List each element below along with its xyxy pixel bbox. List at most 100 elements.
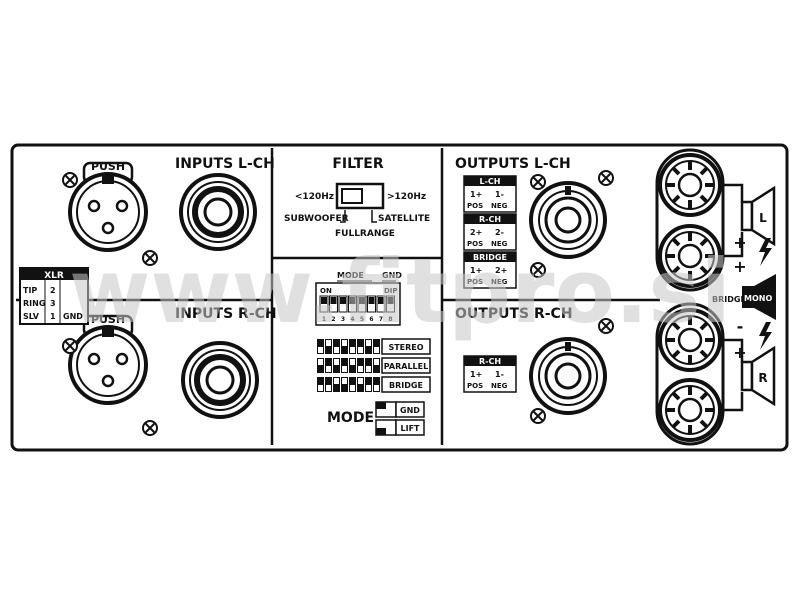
svg-text:R-CH: R-CH [479, 357, 501, 366]
dip-legend-label: STEREO [388, 343, 423, 352]
svg-text:1: 1 [50, 312, 56, 321]
svg-text:TIP: TIP [23, 286, 37, 295]
svg-text:NEG: NEG [491, 382, 508, 390]
dip-switch-3[interactable]: 3 [338, 295, 348, 323]
screw-icon [530, 174, 546, 190]
svg-text:1+: 1+ [470, 266, 482, 275]
svg-text:2+: 2+ [495, 266, 507, 275]
svg-text:+: + [733, 257, 746, 276]
dip-number: 4 [350, 316, 354, 323]
filter-satellite-label: SATELLITE [378, 214, 430, 224]
svg-text:+: + [733, 233, 746, 252]
pin-table-header: XLR [44, 271, 64, 281]
svg-text:POS: POS [467, 202, 483, 210]
svg-text:L-CH: L-CH [480, 177, 501, 186]
filter-title: FILTER [332, 156, 383, 172]
svg-text:SLV: SLV [23, 312, 40, 321]
svg-text:1+: 1+ [470, 370, 482, 379]
inputs-left-title: INPUTS L-CH [175, 156, 275, 172]
dip-switch-6[interactable]: 6 [367, 295, 376, 323]
svg-text:1+: 1+ [470, 190, 482, 199]
output-label-bridge: BRIDGE 1+ 2+ POS NEG [463, 251, 517, 289]
dip-gnd-label: GND [382, 271, 402, 280]
svg-text:POS: POS [467, 278, 483, 286]
svg-text:NEG: NEG [491, 278, 508, 286]
speakon-output-right[interactable] [529, 337, 607, 415]
svg-text:1-: 1- [495, 190, 504, 199]
dip-legend-row: PARALLEL [317, 357, 431, 374]
dip-switch-5[interactable]: 5 [357, 295, 367, 323]
svg-text:POS: POS [467, 382, 483, 390]
dip-switch-4[interactable]: 4 [348, 295, 357, 323]
svg-text:NEG: NEG [491, 202, 508, 210]
dip-legend: STEREO PARALLEL BRIDGE [317, 338, 431, 393]
speaker-left-icon: L [740, 185, 776, 247]
svg-text:+: + [733, 343, 746, 362]
binding-post-right-negative[interactable] [658, 378, 722, 442]
xlr-pin-table: XLR TIP 2 RING 3 SLV 1 GND [19, 267, 89, 325]
speaker-right-icon: R [740, 345, 776, 407]
jack-input-right[interactable] [183, 343, 257, 417]
mode-legend: GND LIFT [375, 401, 425, 436]
svg-text:R-CH: R-CH [479, 215, 501, 224]
filter-switch[interactable] [335, 182, 385, 210]
svg-text:DIP: DIP [384, 287, 398, 295]
dip-number: 6 [369, 316, 373, 323]
dip-number: 5 [360, 316, 364, 323]
screw-icon [142, 420, 158, 436]
dip-number: 8 [388, 316, 392, 323]
screw-icon [598, 170, 614, 186]
mode-title: MODE [327, 410, 374, 426]
lightning-icon [759, 238, 772, 266]
dip-number: 1 [322, 316, 326, 323]
dip-switch-1[interactable]: 1 [319, 295, 329, 323]
outputs-left-title: OUTPUTS L-CH [455, 156, 571, 172]
filter-fullrange-label: FULLRANGE [335, 229, 395, 239]
speaker-left-label: L [759, 211, 767, 225]
screw-icon [62, 172, 78, 188]
dip-legend-row: STEREO [317, 338, 431, 355]
speaker-bridge-mono-icon: BRIDGE MONO [712, 274, 776, 320]
filter-subwoofer-label: SUBWOOFER [284, 214, 349, 224]
mono-label: MONO [744, 294, 772, 303]
svg-text:ON: ON [320, 287, 332, 295]
svg-text:LIFT: LIFT [401, 424, 421, 433]
svg-text:BRIDGE: BRIDGE [473, 253, 507, 262]
dip-switch-2[interactable]: 2 [329, 295, 338, 323]
dip-legend-label: PARALLEL [384, 362, 428, 371]
inputs-right-title: INPUTS R-CH [175, 306, 277, 322]
speaker-right-label: R [758, 371, 767, 385]
dip-number: 2 [331, 316, 335, 323]
svg-text:2: 2 [50, 286, 56, 295]
jack-input-left[interactable] [181, 175, 255, 249]
outputs-right-title: OUTPUTS R-CH [455, 306, 573, 322]
dip-legend-label: BRIDGE [389, 381, 423, 390]
svg-text:3: 3 [50, 299, 56, 308]
output-label-rch-top: R-CH 2+ 2- POS NEG [463, 213, 517, 251]
lightning-icon [759, 322, 772, 350]
svg-text:2-: 2- [495, 228, 504, 237]
filter-high-label: >120Hz [387, 192, 426, 202]
filter-low-label: <120Hz [295, 192, 334, 202]
push-label-left: PUSH [91, 160, 125, 173]
svg-text:POS: POS [467, 240, 483, 248]
svg-text:2+: 2+ [470, 228, 482, 237]
binding-post-left-positive[interactable] [658, 153, 722, 217]
dip-legend-row: BRIDGE [317, 376, 431, 393]
output-label-lch: L-CH 1+ 1- POS NEG [463, 175, 517, 213]
output-label-rch-bottom: R-CH 1+ 1- POS NEG [463, 355, 517, 393]
svg-text:GND: GND [63, 312, 83, 321]
svg-text:-: - [737, 317, 744, 336]
bridge-label: BRIDGE [712, 295, 746, 304]
watermark-text: www.fitpro.si [69, 240, 731, 343]
svg-text:GND: GND [400, 406, 420, 415]
svg-text:NEG: NEG [491, 240, 508, 248]
dip-switch-7[interactable]: 7 [376, 295, 386, 323]
dip-number: 7 [379, 316, 383, 323]
svg-text:RING: RING [23, 299, 45, 308]
dip-number: 3 [341, 316, 345, 323]
dip-switch-8[interactable]: 8 [386, 295, 395, 323]
push-label-right: PUSH [91, 313, 125, 326]
